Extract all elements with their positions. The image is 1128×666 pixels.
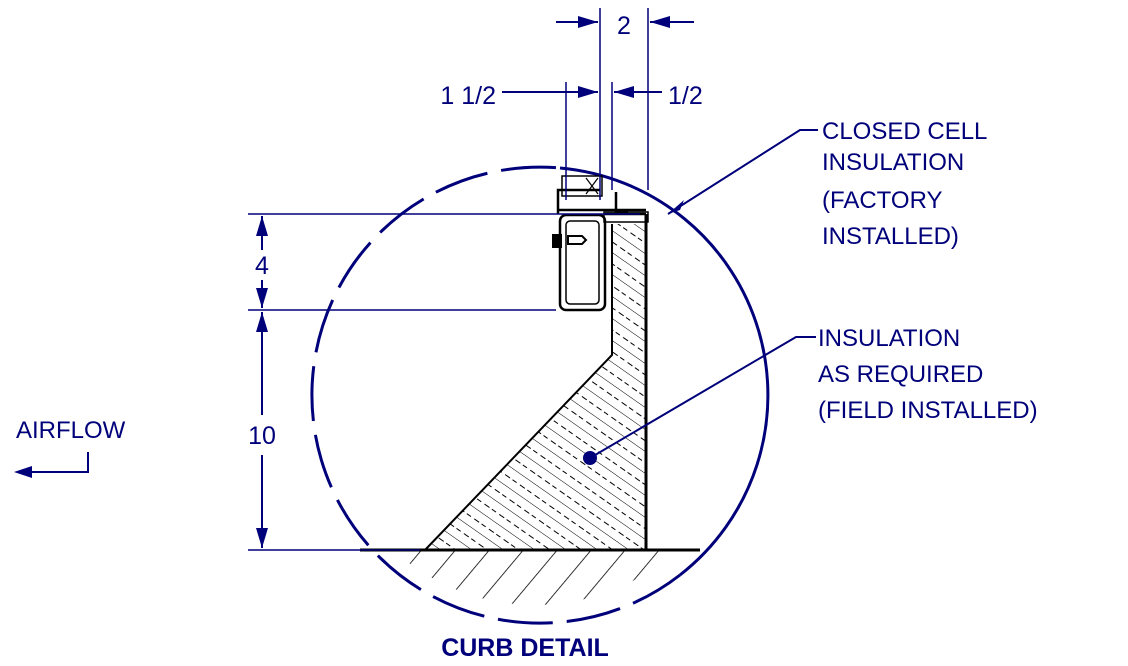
airflow-label: AIRFLOW	[16, 417, 126, 444]
dimension-10-label: 10	[248, 422, 276, 450]
dimension-1-2-label: 1/2	[668, 82, 703, 110]
airflow-arrow-icon	[14, 466, 32, 478]
dimension-1-1-2-label: 1 1/2	[440, 82, 496, 110]
closed-cell-line-4: INSTALLED)	[822, 223, 959, 250]
dimension-2: 2	[556, 8, 694, 200]
detail-circle	[310, 165, 770, 625]
closed-cell-line-2: INSULATION	[822, 149, 964, 176]
airflow-indicator: AIRFLOW	[14, 417, 126, 478]
closed-cell-line-3: (FACTORY	[822, 187, 942, 214]
dimension-offsets: 1 1/2 1/2	[440, 82, 703, 200]
field-insulation-line-1: INSULATION	[818, 325, 960, 352]
fastener-icon	[552, 234, 562, 248]
field-insulation-line-3: (FIELD INSTALLED)	[818, 397, 1038, 424]
field-insulation-line-2: AS REQUIRED	[818, 361, 983, 388]
dimension-4-label: 4	[255, 252, 269, 280]
dimension-2-label: 2	[617, 12, 631, 40]
closed-cell-line-1: CLOSED CELL	[822, 118, 987, 145]
callout-closed-cell: CLOSED CELL INSULATION (FACTORY INSTALLE…	[667, 118, 987, 250]
leader-dot-icon	[583, 451, 597, 465]
drawing-title: CURB DETAIL	[441, 634, 609, 662]
field-insulation-area	[424, 224, 646, 551]
dimension-vertical: 4 10	[248, 213, 640, 551]
callout-field-insulation: INSULATION AS REQUIRED (FIELD INSTALLED)	[583, 325, 1038, 465]
